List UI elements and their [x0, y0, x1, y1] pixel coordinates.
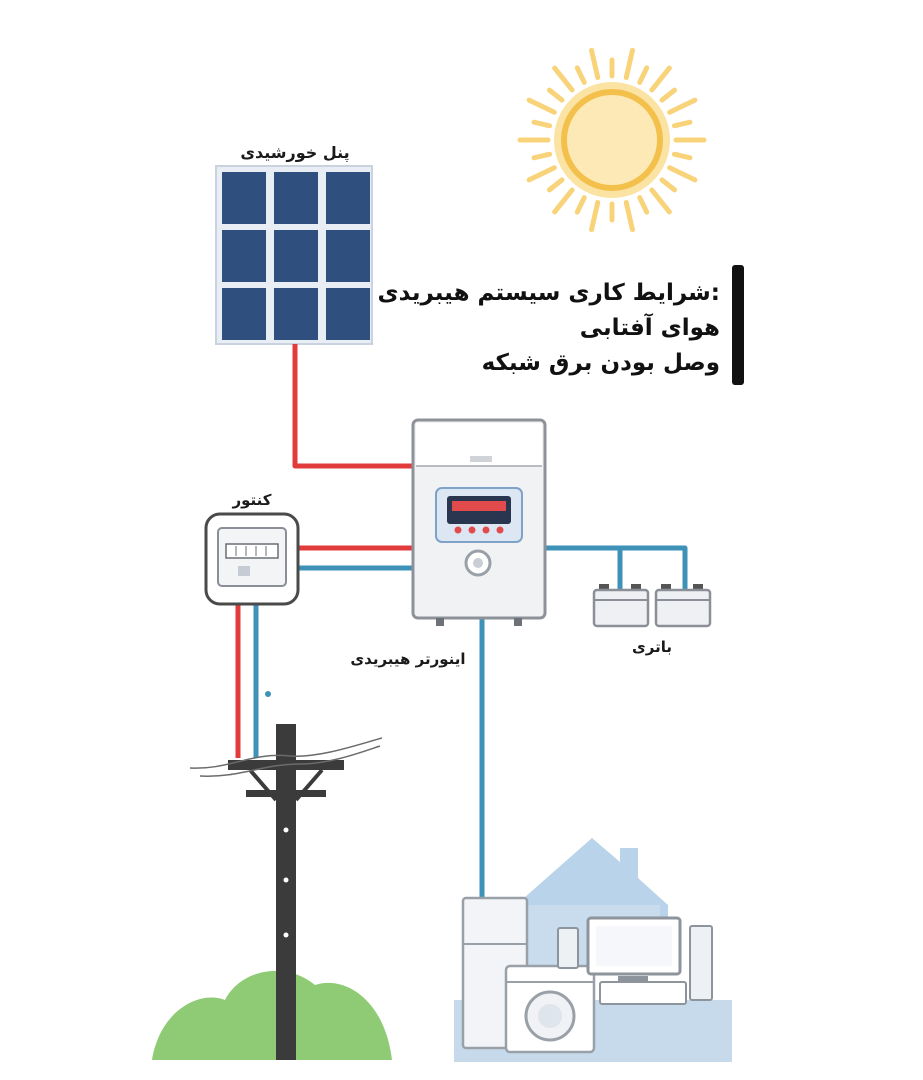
- sun-ray: [589, 47, 601, 81]
- sun-ray: [526, 97, 557, 115]
- solar-cell: [326, 288, 370, 340]
- sun-ray: [589, 199, 601, 233]
- sun-icon: [517, 47, 707, 233]
- sun-ray: [667, 165, 698, 183]
- sun-ray: [526, 165, 557, 183]
- solar-cell: [326, 172, 370, 224]
- solar-panel: [215, 165, 373, 345]
- solar-cell: [274, 172, 318, 224]
- sun-ray: [623, 47, 635, 81]
- battery-label: باتری: [632, 638, 672, 656]
- house-appliances: [454, 838, 732, 1062]
- sun-ray: [552, 187, 575, 215]
- sun-ray: [531, 119, 553, 129]
- sun-ray: [637, 65, 650, 85]
- sun-ray: [552, 65, 575, 93]
- sun-ray: [671, 119, 693, 129]
- sun-ray: [574, 65, 587, 85]
- conditions-box: شرایط کاری سیستم هیبریدی: هوای آفتابی وص…: [377, 265, 744, 385]
- sun-ray: [637, 195, 650, 215]
- electric-meter: [204, 512, 300, 606]
- sun-ray: [659, 177, 678, 193]
- utility-pole: [189, 691, 383, 1060]
- solar-cell: [274, 288, 318, 340]
- sun-ray: [649, 65, 672, 93]
- solar-cell: [222, 172, 266, 224]
- solar-cell: [274, 230, 318, 282]
- bush: [152, 970, 392, 1060]
- battery: [592, 584, 712, 628]
- sun-ray: [667, 97, 698, 115]
- sun-ray: [546, 177, 565, 193]
- wire-inverter-battery: [544, 545, 688, 590]
- meter-label: کنتور: [231, 491, 271, 509]
- condition-item-2: وصل بودن برق شبکه: [482, 350, 720, 376]
- sun-ray: [574, 195, 587, 215]
- sun-ray: [649, 187, 672, 215]
- sun-ray: [623, 199, 635, 233]
- solar-panel-label: پنل خورشیدی: [240, 143, 349, 163]
- sun-ray: [531, 151, 553, 161]
- dc-wire-panel-inverter: [292, 344, 416, 469]
- wires: [235, 344, 688, 902]
- solar-cell: [326, 230, 370, 282]
- solar-cell: [222, 230, 266, 282]
- condition-item-1: هوای آفتابی: [580, 312, 720, 341]
- sun-ray: [671, 151, 693, 161]
- hybrid-inverter: [411, 418, 547, 626]
- sun-ray: [546, 87, 565, 103]
- conditions-title: شرایط کاری سیستم هیبریدی:: [377, 280, 720, 306]
- sun-ray: [659, 87, 678, 103]
- solar-cell: [222, 288, 266, 340]
- inverter-label: اینورتر هیبریدی: [350, 650, 465, 668]
